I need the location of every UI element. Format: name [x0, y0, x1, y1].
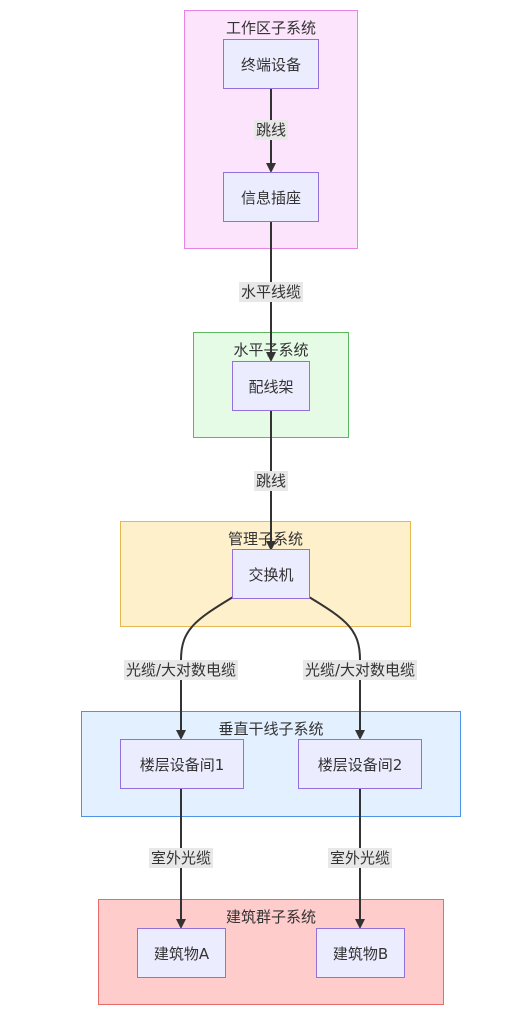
edge-label-switch-floor1: 光缆/大对数电缆 — [123, 660, 239, 680]
edge-label-floor1-buildingA: 室外光缆 — [148, 848, 214, 868]
node-buildingB[interactable]: 建筑物B — [316, 928, 405, 978]
group-management-title: 管理子系统 — [227, 530, 303, 548]
group-workarea-title: 工作区子系统 — [225, 19, 316, 37]
group-campus-title: 建筑群子系统 — [225, 908, 316, 926]
node-floor1[interactable]: 楼层设备间1 — [120, 739, 244, 789]
edge-switch-floor2 — [308, 596, 365, 740]
node-floor2[interactable]: 楼层设备间2 — [298, 739, 422, 789]
edge-label-switch-floor2: 光缆/大对数电缆 — [302, 660, 418, 680]
group-backbone-title: 垂直干线子系统 — [218, 720, 324, 738]
edge-label-patch-switch: 跳线 — [253, 471, 289, 491]
edge-label-terminal-outlet: 跳线 — [253, 120, 289, 140]
node-terminal[interactable]: 终端设备 — [223, 39, 319, 89]
node-buildingA[interactable]: 建筑物A — [137, 928, 226, 978]
node-patch-panel[interactable]: 配线架 — [232, 361, 310, 411]
node-switch[interactable]: 交换机 — [232, 549, 310, 599]
edge-label-floor2-buildingB: 室外光缆 — [327, 848, 393, 868]
edge-switch-floor1 — [176, 596, 234, 740]
edge-label-outlet-patch: 水平线缆 — [238, 282, 304, 302]
node-outlet[interactable]: 信息插座 — [223, 172, 319, 222]
